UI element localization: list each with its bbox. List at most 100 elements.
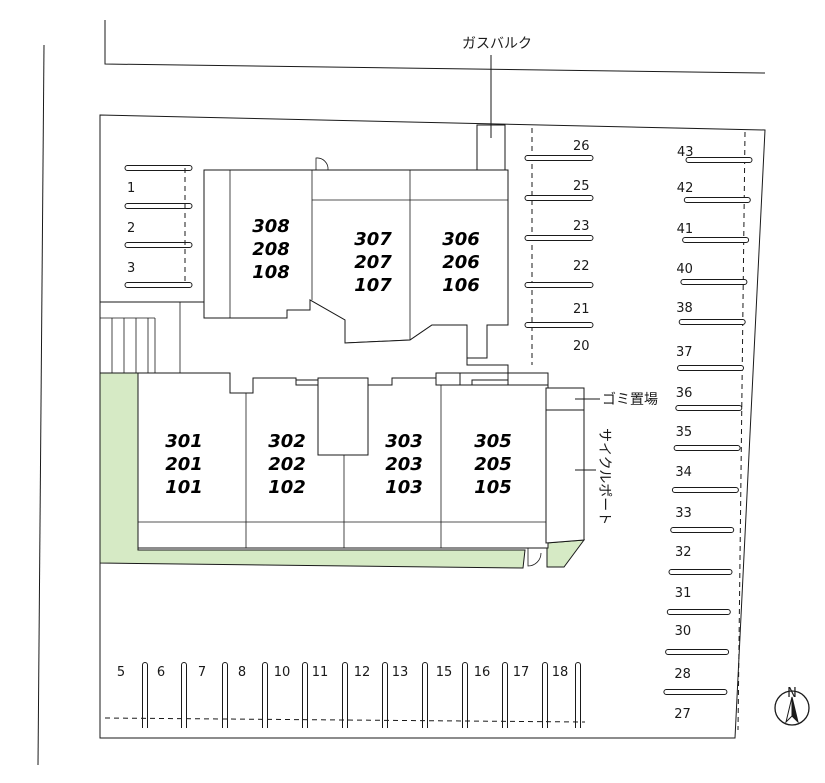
- parking-divider: [675, 405, 743, 411]
- parking-number: 7: [198, 665, 206, 680]
- parking-number: 2: [127, 221, 135, 236]
- parking-number: 10: [274, 665, 291, 680]
- parking-divider: [124, 203, 193, 209]
- parking-divider: [524, 195, 594, 201]
- parking-divider: [422, 662, 428, 728]
- parking-divider: [502, 662, 508, 728]
- parking-divider: [678, 319, 746, 325]
- unit-number: 301: [165, 431, 203, 452]
- parking-divider: [262, 662, 268, 728]
- parking-number: 17: [513, 665, 530, 680]
- unit-number: 302: [268, 431, 306, 452]
- parking-divider: [524, 322, 594, 328]
- parking-divider: [663, 689, 728, 695]
- parking-number: 33: [675, 506, 692, 521]
- unit-labels: 3082081083072071073062061063012011013022…: [165, 216, 512, 498]
- parking-divider: [222, 662, 228, 728]
- north-arrow-icon: N: [774, 686, 810, 726]
- unit-number: 308: [252, 216, 290, 237]
- gas-bulk-label: ガスバルク: [462, 36, 532, 52]
- unit-number: 306: [442, 229, 480, 250]
- parking-number: 3: [127, 261, 135, 276]
- parking-number: 36: [676, 386, 693, 401]
- unit-number: 105: [474, 477, 512, 498]
- stairwell: [317, 377, 369, 456]
- parking-number: 42: [677, 181, 694, 196]
- green-area-small: [546, 539, 586, 568]
- parking-number: 20: [573, 339, 590, 354]
- parking-number: 12: [354, 665, 371, 680]
- parking-number: 28: [674, 667, 691, 682]
- parking-divider: [462, 662, 468, 728]
- parking-number: 22: [573, 259, 590, 274]
- parking-divider: [181, 662, 187, 728]
- parking-number: 11: [312, 665, 329, 680]
- unit-number: 203: [385, 454, 423, 475]
- parking-number: 26: [573, 139, 590, 154]
- unit-number: 305: [474, 431, 512, 452]
- parking-divider: [342, 662, 348, 728]
- unit-number: 106: [442, 275, 480, 296]
- parking-divider: [673, 445, 741, 451]
- unit-number: 101: [165, 477, 203, 498]
- parking-divider: [670, 527, 735, 533]
- parking-divider: [302, 662, 308, 728]
- parking-divider: [524, 282, 594, 288]
- parking-divider: [682, 237, 750, 243]
- parking-number: 34: [675, 465, 692, 480]
- unit-number: 208: [252, 239, 290, 260]
- parking-dash: [104, 717, 586, 723]
- parking-number: 1: [127, 181, 135, 196]
- parking-number: 35: [676, 425, 693, 440]
- parking-number: 27: [674, 707, 691, 722]
- north-letter: N: [787, 686, 797, 701]
- parking-number: 41: [677, 222, 694, 237]
- parking-divider: [683, 197, 751, 203]
- parking-divider: [524, 155, 594, 161]
- unit-number: 201: [165, 454, 203, 475]
- unit-number: 103: [385, 477, 423, 498]
- parking-divider: [124, 282, 193, 288]
- parking-divider: [666, 609, 731, 615]
- parking-divider: [542, 662, 548, 728]
- unit-number: 206: [442, 252, 480, 273]
- parking-number: 8: [238, 665, 246, 680]
- parking-dash: [737, 131, 746, 731]
- unit-number: 307: [354, 229, 392, 250]
- parking-divider: [685, 157, 753, 163]
- road-line-top: [104, 20, 766, 74]
- door-arc: [315, 157, 329, 171]
- unit-number: 207: [354, 252, 392, 273]
- parking-divider: [680, 279, 748, 285]
- unit-number: 102: [268, 477, 306, 498]
- parking-number: 21: [573, 302, 590, 317]
- parking-number: 15: [436, 665, 453, 680]
- parking-number: 40: [676, 262, 693, 277]
- parking-divider: [124, 165, 193, 171]
- unit-number: 303: [385, 431, 423, 452]
- parking-divider: [382, 662, 388, 728]
- unit-number: 107: [354, 275, 392, 296]
- unit-number: 202: [268, 454, 306, 475]
- parking-divider: [665, 649, 730, 655]
- parking-number: 37: [676, 345, 693, 360]
- unit-number: 108: [252, 262, 290, 283]
- parking-divider: [671, 487, 739, 493]
- parking-divider: [124, 242, 193, 248]
- parking-number: 32: [675, 545, 692, 560]
- parking-number: 5: [117, 665, 125, 680]
- door-arc: [527, 548, 542, 567]
- parking-number: 38: [676, 301, 693, 316]
- parking-number: 25: [573, 179, 590, 194]
- parking-divider: [677, 365, 744, 371]
- cycle-port-label: サイクルポート: [596, 428, 612, 525]
- parking-number: 31: [675, 586, 692, 601]
- parking-number: 16: [474, 665, 491, 680]
- parking-divider: [575, 662, 581, 728]
- parking-number: 6: [157, 665, 165, 680]
- cycle-port: [545, 409, 585, 544]
- parking-number: 43: [677, 145, 694, 160]
- parking-divider: [142, 662, 148, 728]
- parking-divider: [668, 569, 733, 575]
